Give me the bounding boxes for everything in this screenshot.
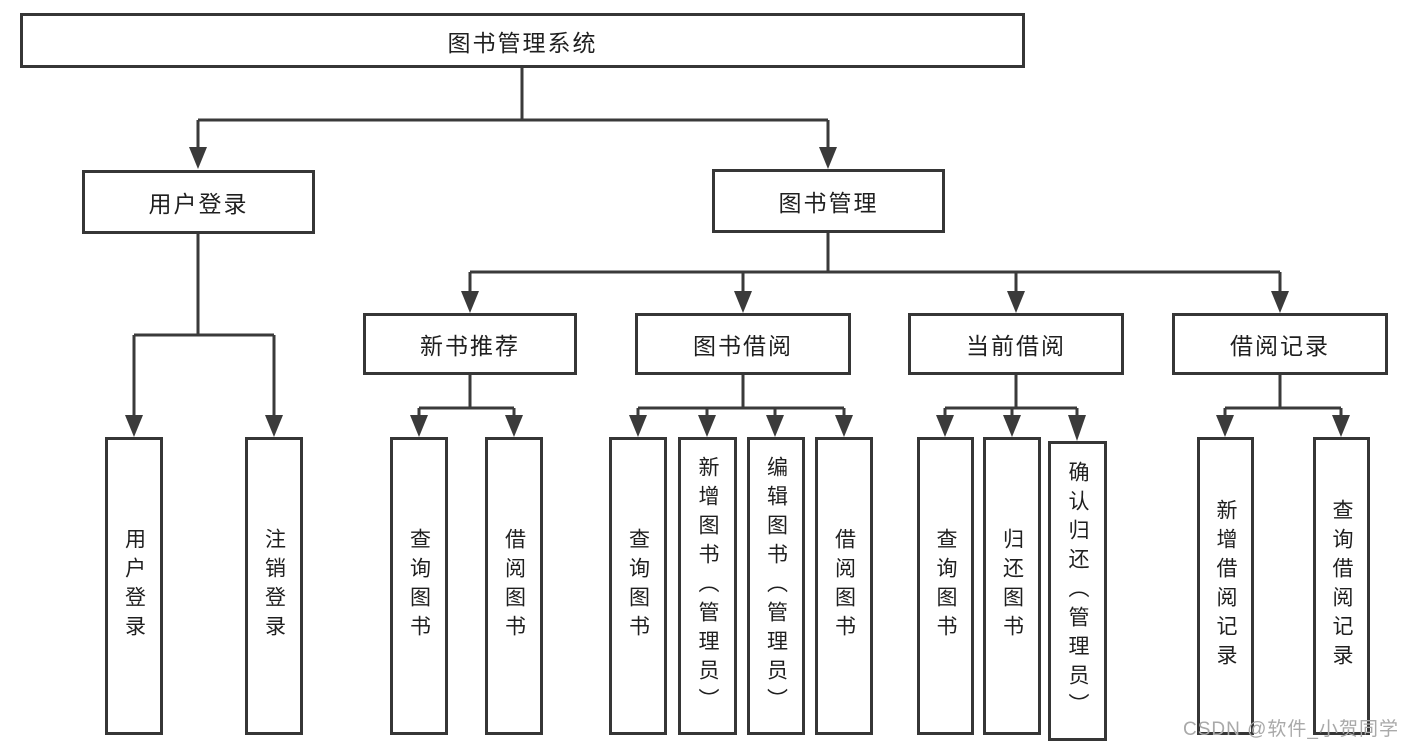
node-label: 图书管理 <box>778 190 879 216</box>
node-label: 图书借阅 <box>693 333 793 359</box>
leaf-borrow-borrow-book: 借阅图书 <box>815 437 873 735</box>
leaf-current-return-book: 归还图书 <box>983 437 1041 735</box>
leaf-label: 用户登录 <box>122 528 146 644</box>
leaf-label: 编辑图书（管理员） <box>764 455 788 717</box>
node-root-system: 图书管理系统 <box>20 13 1025 68</box>
leaf-records-query-record: 查询借阅记录 <box>1313 437 1370 735</box>
leaf-current-query-book: 查询图书 <box>917 437 974 735</box>
node-new-book-recommend: 新书推荐 <box>363 313 577 375</box>
node-borrow-records: 借阅记录 <box>1172 313 1388 375</box>
leaf-recommend-borrow-book: 借阅图书 <box>485 437 543 735</box>
leaf-logout: 注销登录 <box>245 437 303 735</box>
node-book-management: 图书管理 <box>712 169 945 233</box>
leaf-current-confirm-return-admin: 确认归还（管理员） <box>1048 441 1107 741</box>
leaf-label: 借阅图书 <box>502 528 526 644</box>
leaf-records-add-record: 新增借阅记录 <box>1197 437 1254 735</box>
leaf-user-login: 用户登录 <box>105 437 163 735</box>
node-book-borrow: 图书借阅 <box>635 313 851 375</box>
leaf-label: 查询图书 <box>934 528 957 644</box>
leaf-borrow-query-book: 查询图书 <box>609 437 667 735</box>
leaf-label: 查询借阅记录 <box>1330 499 1353 673</box>
leaf-label: 新增借阅记录 <box>1214 499 1237 673</box>
node-label: 当前借阅 <box>966 333 1066 359</box>
node-label: 借阅记录 <box>1230 333 1330 359</box>
csdn-watermark: CSDN @软件_小贺同学 <box>1183 719 1399 740</box>
leaf-label: 注销登录 <box>262 528 286 644</box>
node-label: 图书管理系统 <box>447 29 598 56</box>
leaf-recommend-query-book: 查询图书 <box>390 437 448 735</box>
leaf-label: 借阅图书 <box>832 528 856 644</box>
node-label: 新书推荐 <box>420 333 520 359</box>
node-user-login: 用户登录 <box>82 170 315 234</box>
leaf-borrow-edit-book-admin: 编辑图书（管理员） <box>747 437 805 735</box>
node-current-borrow: 当前借阅 <box>908 313 1124 375</box>
arrowhead-icons <box>125 147 1350 441</box>
leaf-label: 归还图书 <box>1000 528 1024 644</box>
leaf-label: 新增图书（管理员） <box>696 455 719 717</box>
leaf-label: 查询图书 <box>626 528 650 644</box>
leaf-label: 确认归还（管理员） <box>1066 460 1089 722</box>
leaf-borrow-add-book-admin: 新增图书（管理员） <box>678 437 737 735</box>
node-label: 用户登录 <box>148 191 249 217</box>
leaf-label: 查询图书 <box>407 528 431 644</box>
